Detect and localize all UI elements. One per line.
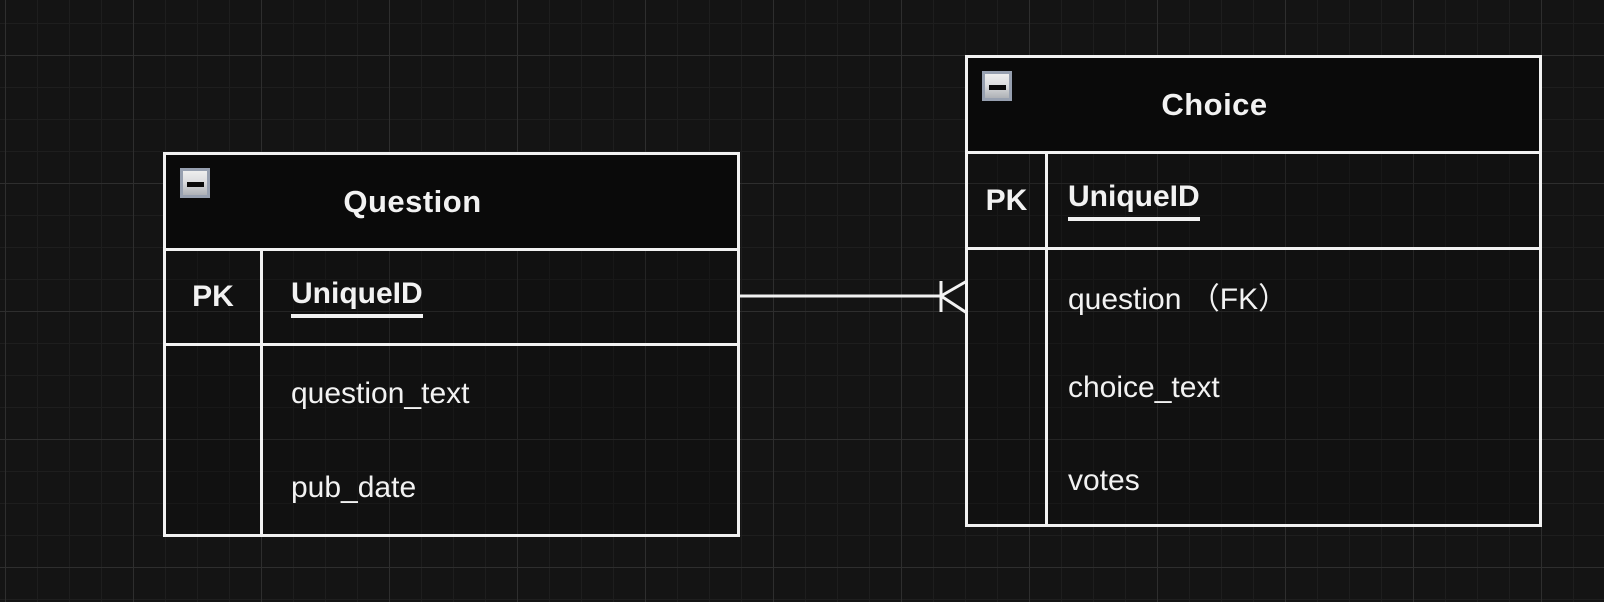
table-row-question-fk[interactable]: question （FK） <box>968 250 1539 342</box>
entity-title: Choice <box>1161 86 1268 122</box>
attr-label-pub-date: pub_date <box>291 470 417 504</box>
attr-label-question-text: question_text <box>291 376 470 410</box>
table-row-uniqueid[interactable]: PK UniqueID <box>166 251 737 346</box>
crow-foot-many-icon <box>939 279 968 315</box>
minus-icon <box>186 181 204 187</box>
pk-column-divider <box>260 251 263 534</box>
attr-label-question-fk: question （FK） <box>1068 283 1289 316</box>
entity-choice[interactable]: Choice PK UniqueID question （FK） choice_… <box>965 55 1542 527</box>
attr-label-uniqueid: UniqueID <box>291 277 423 318</box>
entity-question[interactable]: Question PK UniqueID question_text pub_d… <box>163 152 740 537</box>
table-row-question-text[interactable]: question_text <box>166 346 737 441</box>
entity-question-header[interactable]: Question <box>166 155 737 251</box>
attr-label-votes: votes <box>1068 463 1140 497</box>
entity-question-body: PK UniqueID question_text pub_date <box>166 251 737 534</box>
table-row-choice-text[interactable]: choice_text <box>968 342 1539 434</box>
attr-label-uniqueid: UniqueID <box>1068 180 1200 221</box>
table-row-pub-date[interactable]: pub_date <box>166 441 737 534</box>
entity-choice-body: PK UniqueID question （FK） choice_text vo… <box>968 154 1539 527</box>
minus-icon <box>988 84 1006 90</box>
collapse-button[interactable] <box>982 71 1012 101</box>
entity-title: Question <box>343 183 482 219</box>
pk-label: PK <box>985 183 1028 217</box>
pk-label: PK <box>192 280 234 313</box>
table-row-uniqueid[interactable]: PK UniqueID <box>968 154 1539 250</box>
collapse-button[interactable] <box>180 168 210 198</box>
pk-column-divider <box>1045 154 1048 527</box>
attr-label-choice-text: choice_text <box>1068 371 1220 404</box>
entity-choice-header[interactable]: Choice <box>968 58 1539 154</box>
table-row-votes[interactable]: votes <box>968 434 1539 527</box>
